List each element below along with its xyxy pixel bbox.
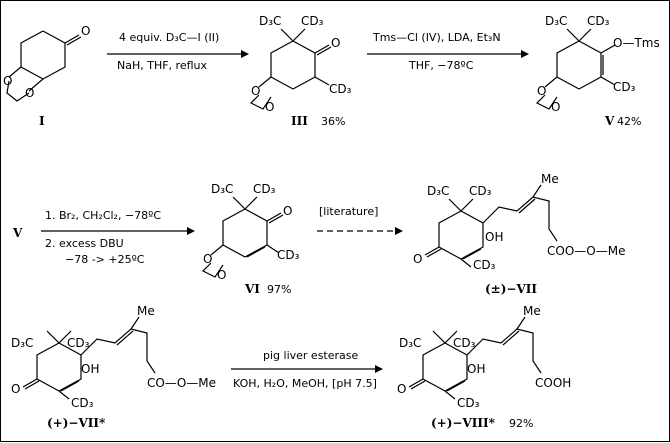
step5-arrowhead: [375, 365, 383, 373]
compound-VII-racemic-OH: OH: [485, 230, 503, 244]
compound-VIII-star-OH: OH: [467, 362, 485, 376]
step1-conditions: NaH, THF, reflux: [117, 59, 207, 72]
compound-VIII-star-structure: [408, 316, 542, 400]
compound-VII-star-CD3-right: CD₃: [67, 336, 90, 350]
compound-VI-CD3-left: D₃C: [211, 182, 233, 196]
step3-line1: 1. Br₂, CH₂Cl₂, −78ºC: [45, 209, 161, 222]
compound-III-ring-O2: O: [265, 100, 274, 114]
compound-III-CD3-right: CD₃: [301, 14, 324, 28]
compound-VII-star-structure: [22, 316, 156, 400]
compound-V-label: V: [604, 114, 615, 128]
compound-VIII-star-yield: 92%: [509, 417, 533, 430]
compound-VI-CD3-right: CD₃: [253, 182, 276, 196]
compound-VII-star-CD3-bottom: CD₃: [71, 396, 94, 410]
compound-I-ring-O2: O: [3, 74, 12, 88]
compound-III-ring-O1: O: [251, 84, 260, 98]
compound-VI-ketone-O: O: [283, 204, 292, 218]
compound-III-structure: [249, 28, 332, 110]
compound-VIII-star-CD3-left: D₃C: [399, 336, 421, 350]
compound-III-ketone-O: O: [331, 36, 340, 50]
compound-V-structure: [535, 28, 616, 110]
compound-III-label: III: [291, 114, 308, 128]
compound-VI-label: VI: [244, 282, 260, 296]
compound-I-structure: [6, 30, 82, 102]
compound-VI-ring-O1: O: [203, 252, 212, 266]
compound-VI-structure: [201, 196, 284, 278]
compound-III-CD3-left: D₃C: [259, 14, 281, 28]
compound-VII-racemic-label: (±)−VII: [485, 282, 537, 296]
step5-reagents: pig liver esterase: [263, 349, 358, 362]
compound-VIII-star-CD3-bottom: CD₃: [457, 396, 480, 410]
step3-line3: −78 -> +25ºC: [65, 253, 145, 266]
step2-conditions: THF, −78ºC: [408, 59, 474, 72]
compound-VII-racemic-structure: [424, 184, 558, 268]
compound-V-start-label: V: [12, 226, 23, 240]
compound-VIII-star-label: (+)−VIII*: [431, 416, 496, 430]
compound-VII-star-OH: OH: [81, 362, 99, 376]
compound-VII-racemic-CD3-right: CD₃: [469, 184, 492, 198]
compound-V-CD3-left: D₃C: [545, 14, 567, 28]
step4-arrowhead: [395, 227, 403, 235]
compound-VIII-star-ketone-O: O: [397, 382, 406, 396]
compound-III-yield: 36%: [321, 115, 345, 128]
compound-V-OTms: O—Tms: [613, 36, 660, 50]
compound-V-CD3-right: CD₃: [587, 14, 610, 28]
compound-VI-CD3-bottom: CD₃: [277, 248, 300, 262]
compound-III-CD3-bottom: CD₃: [329, 82, 352, 96]
compound-VII-star-CD3-left: D₃C: [11, 336, 33, 350]
compound-VII-racemic-CD3-bottom: CD₃: [473, 258, 496, 272]
compound-VII-racemic-CD3-left: D₃C: [427, 184, 449, 198]
compound-VI-yield: 97%: [267, 283, 291, 296]
step1-arrowhead: [241, 50, 249, 58]
step4-reference: [literature]: [319, 205, 378, 218]
compound-V-CD3-bottom: CD₃: [613, 80, 636, 94]
compound-VIII-star-CD3-right: CD₃: [453, 336, 476, 350]
compound-I-ketone-O: O: [81, 24, 90, 38]
compound-V-ring-O2: O: [551, 100, 560, 114]
compound-I-label: I: [39, 114, 45, 128]
compound-VII-racemic-methyl: Me: [541, 172, 559, 186]
compound-VII-star-methyl: Me: [137, 304, 155, 318]
compound-VII-star-label: (+)−VII*: [47, 416, 106, 430]
compound-V-ring-O1: O: [537, 84, 546, 98]
compound-VI-ring-O2: O: [217, 268, 226, 282]
step5-conditions: KOH, H₂O, MeOH, [pH 7.5]: [233, 377, 377, 390]
compound-V-yield: 42%: [617, 115, 641, 128]
compound-VIII-star-methyl: Me: [523, 304, 541, 318]
step2-reagents: Tms—Cl (IV), LDA, Et₃N: [372, 31, 501, 44]
compound-VIII-star-acid: COOH: [535, 376, 571, 390]
step2-arrowhead: [521, 50, 529, 58]
compound-I-ring-O1: O: [25, 86, 34, 100]
step3-line2: 2. excess DBU: [45, 237, 124, 250]
compound-VII-racemic-ketone-O: O: [413, 252, 422, 266]
compound-VII-racemic-ester: COO—O—Me: [547, 244, 625, 258]
compound-VII-star-ketone-O: O: [11, 382, 20, 396]
step3-arrowhead: [187, 227, 195, 235]
step1-reagents: 4 equiv. D₃C—I (II): [119, 31, 219, 44]
compound-VII-star-ester: CO—O—Me: [147, 376, 216, 390]
